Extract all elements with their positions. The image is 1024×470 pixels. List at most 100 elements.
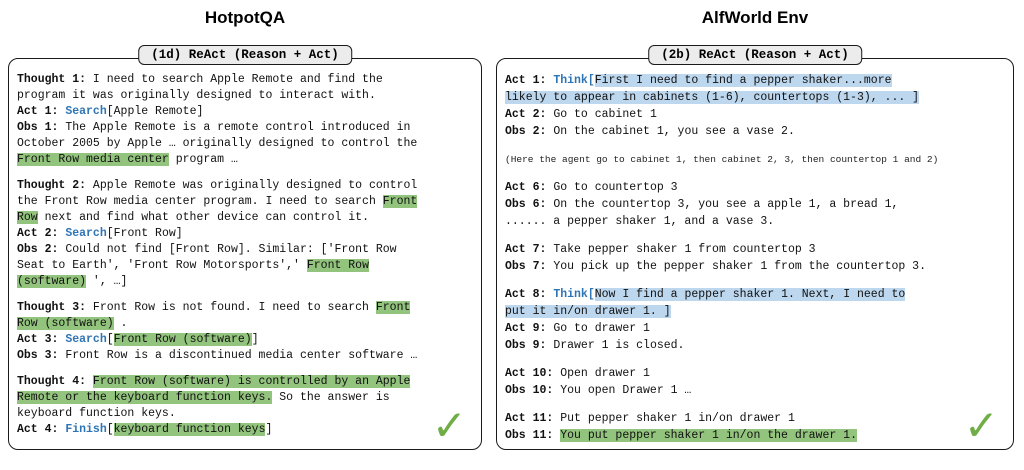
annotation-note: (Here the agent go to cabinet 1, then ca… <box>505 154 939 165</box>
trace-gap <box>17 364 473 374</box>
step-label: Thought 1: <box>17 73 87 86</box>
trace-line: Act 8: Think[Now I find a pepper shaker … <box>505 286 1005 303</box>
step-label: Act 1: <box>505 74 547 87</box>
step-label: Act 1: <box>17 105 59 118</box>
react-paper-figure: HotpotQA (1d) ReAct (Reason + Act) Thoug… <box>8 6 1014 450</box>
text-run: Could not find [Front Row]. Similar: ['F… <box>58 243 397 256</box>
trace-line: Seat to Earth', 'Front Row Motorsports',… <box>17 258 473 274</box>
method-tag-1d: (1d) ReAct (Reason + Act) <box>138 45 352 65</box>
panel-alfworld: AlfWorld Env (2b) ReAct (Reason + Act) A… <box>496 6 1014 450</box>
answer-highlight: Front Row <box>306 259 369 272</box>
text-run: [Front Row] <box>106 227 183 240</box>
text-run: keyboard function keys. <box>17 407 176 420</box>
trace-line: Thought 1: I need to search Apple Remote… <box>17 72 473 88</box>
trace-gap <box>505 140 1005 151</box>
hotpotqa-trace-text: Thought 1: I need to search Apple Remote… <box>17 72 473 438</box>
trace-line: Obs 10: You open Drawer 1 … <box>505 382 1005 399</box>
step-label: Act 2: <box>17 227 59 240</box>
trace-line: keyboard function keys. <box>17 406 473 422</box>
action-keyword: Search <box>65 333 107 346</box>
trace-line: Obs 2: Could not find [Front Row]. Simil… <box>17 242 473 258</box>
trace-line: Front Row media center program … <box>17 152 473 168</box>
trace-line: Act 10: Open drawer 1 <box>505 365 1005 382</box>
trace-line: the Front Row media center program. I ne… <box>17 194 473 210</box>
answer-highlight: Front Row media center <box>17 153 169 166</box>
trace-gap <box>17 290 473 300</box>
step-label: Obs 6: <box>505 198 547 211</box>
text-run: So the answer is <box>272 391 390 404</box>
action-keyword: Finish <box>65 423 107 436</box>
trace-line: likely to appear in cabinets (1-6), coun… <box>505 89 1005 106</box>
text-run: Take pepper shaker 1 from countertop 3 <box>546 243 816 256</box>
text-run: the Front Row media center program. I ne… <box>17 195 383 208</box>
step-label: Obs 2: <box>505 125 547 138</box>
text-run: ', …] <box>86 275 128 288</box>
step-label: Obs 11: <box>505 429 554 442</box>
trace-line: put it in/on drawer 1. ] <box>505 303 1005 320</box>
text-run: On the cabinet 1, you see a vase 2. <box>546 125 795 138</box>
trace-line: Obs 1: The Apple Remote is a remote cont… <box>17 120 473 136</box>
success-check-icon: ✓ <box>963 401 999 450</box>
alfworld-trace-text: Act 1: Think[First I need to find a pepp… <box>505 72 1005 444</box>
text-run: [Apple Remote] <box>106 105 204 118</box>
step-label: Thought 3: <box>17 301 87 314</box>
trace-line: Remote or the keyboard function keys. So… <box>17 390 473 406</box>
step-label: Act 3: <box>17 333 59 346</box>
text-run <box>86 375 93 388</box>
text-run: Put pepper shaker 1 in/on drawer 1 <box>553 412 795 425</box>
trace-gap <box>505 399 1005 410</box>
trace-line: Act 7: Take pepper shaker 1 from counter… <box>505 241 1005 258</box>
step-label: Act 10: <box>505 367 554 380</box>
step-label: Obs 2: <box>17 243 59 256</box>
action-keyword: Think[ <box>553 74 595 87</box>
text-run: Open drawer 1 <box>553 367 650 380</box>
step-label: Thought 2: <box>17 179 87 192</box>
step-label: Obs 3: <box>17 349 59 362</box>
trace-gap <box>17 168 473 178</box>
text-run: Seat to Earth', 'Front Row Motorsports',… <box>17 259 307 272</box>
text-run: Front Row is not found. I need to search <box>86 301 376 314</box>
hotpotqa-trace-card: Thought 1: I need to search Apple Remote… <box>8 58 482 450</box>
think-highlight: First I need to find a pepper shaker...m… <box>594 74 892 87</box>
text-run: On the countertop 3, you see a apple 1, … <box>546 198 899 211</box>
text-run: [ <box>106 333 114 346</box>
text-run: October 2005 by Apple … originally desig… <box>17 137 418 150</box>
trace-line: October 2005 by Apple … originally desig… <box>17 136 473 152</box>
action-keyword: Search <box>65 227 107 240</box>
step-label: Act 7: <box>505 243 547 256</box>
answer-highlight: Remote or the keyboard function keys. <box>17 391 273 404</box>
trace-line: Act 3: Search[Front Row (software)] <box>17 332 473 348</box>
text-run: program it was originally designed to in… <box>17 89 376 102</box>
trace-line: Thought 4: Front Row (software) is contr… <box>17 374 473 390</box>
text-run: Go to cabinet 1 <box>546 108 657 121</box>
text-run: Drawer 1 is closed. <box>546 339 685 352</box>
trace-line: ...... a pepper shaker 1, and a vase 3. <box>505 213 1005 230</box>
text-run: ] <box>251 333 259 346</box>
trace-line: Obs 3: Front Row is a discontinued media… <box>17 348 473 364</box>
text-run: Go to countertop 3 <box>546 181 678 194</box>
trace-line: Obs 2: On the cabinet 1, you see a vase … <box>505 123 1005 140</box>
answer-highlight: Row (software) <box>17 317 114 330</box>
trace-line: program it was originally designed to in… <box>17 88 473 104</box>
step-label: Obs 9: <box>505 339 547 352</box>
text-run: Apple Remote was originally designed to … <box>86 179 418 192</box>
trace-line: Act 2: Go to cabinet 1 <box>505 106 1005 123</box>
trace-gap <box>505 230 1005 241</box>
answer-highlight: Row <box>17 211 38 224</box>
answer-highlight: Front <box>375 301 411 314</box>
think-highlight: likely to appear in cabinets (1-6), coun… <box>505 91 920 104</box>
text-run: The Apple Remote is a remote control int… <box>58 121 411 134</box>
text-run: I need to search Apple Remote and find t… <box>86 73 383 86</box>
think-highlight: put it in/on drawer 1. ] <box>505 305 671 318</box>
step-label: Obs 1: <box>17 121 59 134</box>
step-label: Obs 7: <box>505 260 547 273</box>
action-keyword: Think[ <box>553 288 595 301</box>
trace-gap <box>505 168 1005 179</box>
answer-highlight: Front Row (software) is controlled by an… <box>92 375 411 388</box>
panel-title-alfworld: AlfWorld Env <box>701 8 809 27</box>
trace-line: Thought 3: Front Row is not found. I nee… <box>17 300 473 316</box>
trace-line: Act 9: Go to drawer 1 <box>505 320 1005 337</box>
text-run: You pick up the pepper shaker 1 from the… <box>546 260 926 273</box>
step-label: Act 11: <box>505 412 554 425</box>
trace-line: Obs 9: Drawer 1 is closed. <box>505 337 1005 354</box>
